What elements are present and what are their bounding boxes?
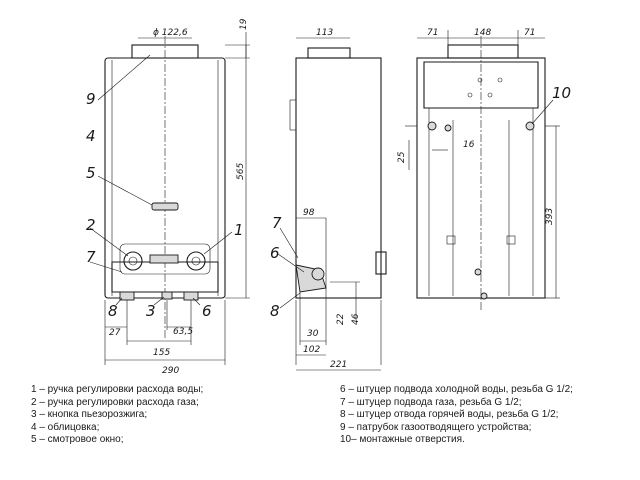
callout-8: 8 [108,302,118,320]
dim-393: 393 [545,208,555,225]
gas-knob [186,251,206,271]
legend-item: 9 – патрубок газоотводящего устройства; [340,421,532,433]
dim-102: 102 [303,345,320,355]
dim-flue-diameter: ϕ 122,6 [153,28,188,38]
legend-item: 10– монтажные отверстия. [340,434,465,446]
legend-item: 5 – смотровое окно; [31,434,124,446]
side-view [277,37,387,371]
side-casing [295,57,382,299]
callout-10: 10 [552,84,571,102]
callout-3: 3 [146,302,156,320]
dim-148: 148 [474,28,491,38]
mounting-hole-left [427,121,437,131]
dim-63-5: 63,5 [173,327,193,337]
legend-right: 6 – штуцер подвода холодной воды, резьба… [340,384,573,447]
side-flue-collar [307,47,351,59]
front-view [89,32,250,365]
dim-top-offset: 19 [239,18,249,30]
side-knob [375,251,387,275]
side-callout-6: 6 [270,244,280,262]
legend-item: 3 – кнопка пьезорозжига; [31,409,148,421]
legend-item: 6 – штуцер подвода холодной воды, резьба… [340,384,573,395]
dim-16: 16 [463,140,475,150]
dim-depth: 221 [330,360,347,370]
inspection-window [151,202,179,211]
legend-item: 7 – штуцер подвода газа, резьба G 1/2; [340,396,522,408]
dim-height: 565 [236,163,246,180]
callout-6: 6 [202,302,212,320]
dim-71-right: 71 [524,28,535,38]
callout-9: 9 [86,90,96,108]
dim-46: 46 [351,313,361,325]
gas-fitting [161,291,173,300]
logo-plate [149,254,179,264]
dim-27: 27 [109,328,121,338]
legend-item: 8 – штуцер отвода горячей воды, резьба G… [340,409,559,421]
side-callout-7: 7 [272,214,282,232]
callout-1: 1 [234,221,244,239]
legend-left: 1 – ручка регулировки расхода воды; 2 – … [31,384,203,447]
callout-5: 5 [86,164,96,182]
dim-71-left: 71 [427,28,438,38]
water-knob [123,251,143,271]
side-callout-8: 8 [270,302,280,320]
callout-7: 7 [86,248,96,266]
dim-22: 22 [336,313,346,325]
control-panel [111,261,219,293]
back-view [405,30,560,310]
dim-98: 98 [303,208,315,218]
dim-25: 25 [397,151,407,163]
legend-item: 2 – ручка регулировки расхода газа; [31,396,199,408]
dim-side-top-width: 113 [316,28,333,38]
mounting-bracket [423,61,539,109]
legend-item: 1 – ручка регулировки расхода воды; [31,384,204,395]
dim-155: 155 [153,348,170,358]
callout-2: 2 [86,216,96,234]
dim-width: 290 [162,366,179,376]
technical-drawing: ϕ 122,6 19 565 27 63,5 155 290 113 98 22… [86,18,571,376]
dim-30: 30 [307,329,319,339]
callout-4: 4 [86,127,96,145]
legend-item: 4 – облицовка; [31,421,100,433]
hot-water-fitting [119,291,135,301]
cold-water-fitting [183,291,199,301]
